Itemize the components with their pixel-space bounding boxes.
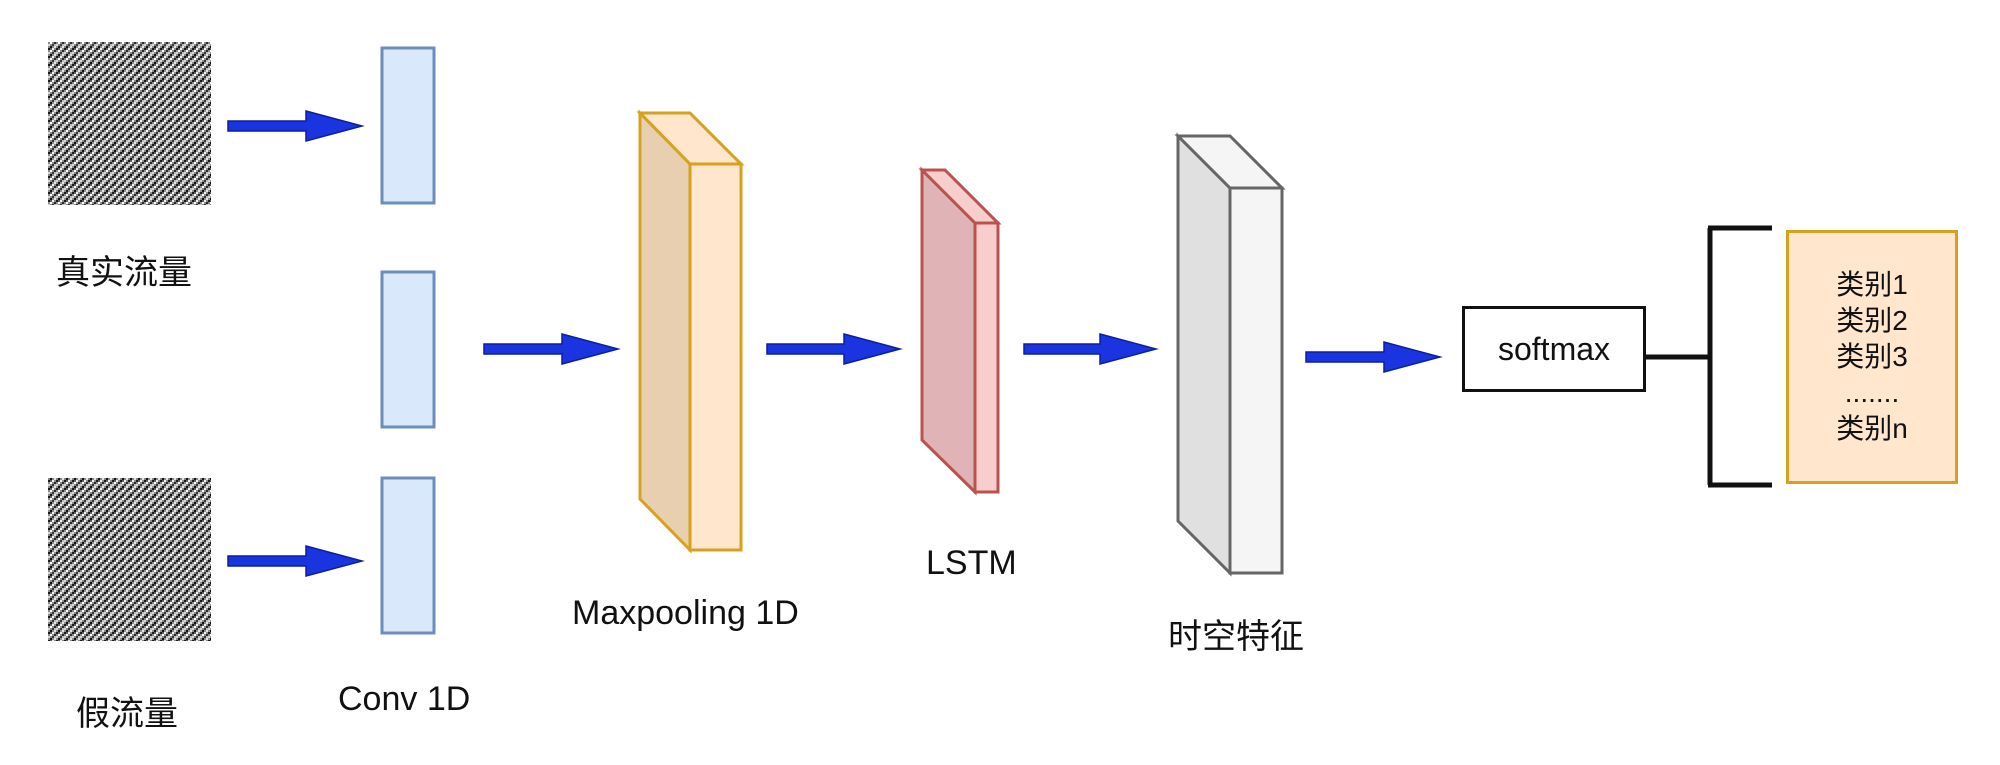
class-item-n: 类别n [1836,411,1908,447]
class-item-ellipsis: ....... [1845,375,1899,411]
real-traffic-image [48,42,211,205]
class-item-2: 类别2 [1836,303,1908,339]
conv-block-top [382,48,434,203]
softmax-label: softmax [1498,331,1610,368]
lstm-block [922,170,998,492]
noise-image-icon [48,42,211,205]
features-label: 时空特征 [1168,620,1304,654]
class-item-1: 类别1 [1836,267,1908,303]
class-item-3: 类别3 [1836,339,1908,375]
arrow-maxpool-to-lstm [767,334,900,364]
conv-block-bottom [382,478,434,633]
features-block [1178,136,1282,573]
arrow-lstm-to-features [1024,334,1156,364]
conv-label: Conv 1D [338,682,470,716]
arrow-real-to-conv [228,111,362,141]
bracket-connector [1646,228,1772,485]
fake-traffic-image [48,478,211,641]
maxpool-block [640,113,741,550]
maxpool-label: Maxpooling 1D [572,596,799,630]
real-traffic-label: 真实流量 [56,256,192,290]
conv-block-middle [382,272,434,427]
classes-box: 类别1 类别2 类别3 ....... 类别n [1786,230,1958,484]
lstm-label: LSTM [926,546,1017,580]
fake-traffic-label: 假流量 [76,697,178,731]
noise-image-icon [48,478,211,641]
arrow-conv-to-maxpool [484,334,618,364]
softmax-box: softmax [1462,306,1646,392]
arrow-features-to-softmax [1306,342,1440,372]
arrow-fake-to-conv [228,546,362,576]
